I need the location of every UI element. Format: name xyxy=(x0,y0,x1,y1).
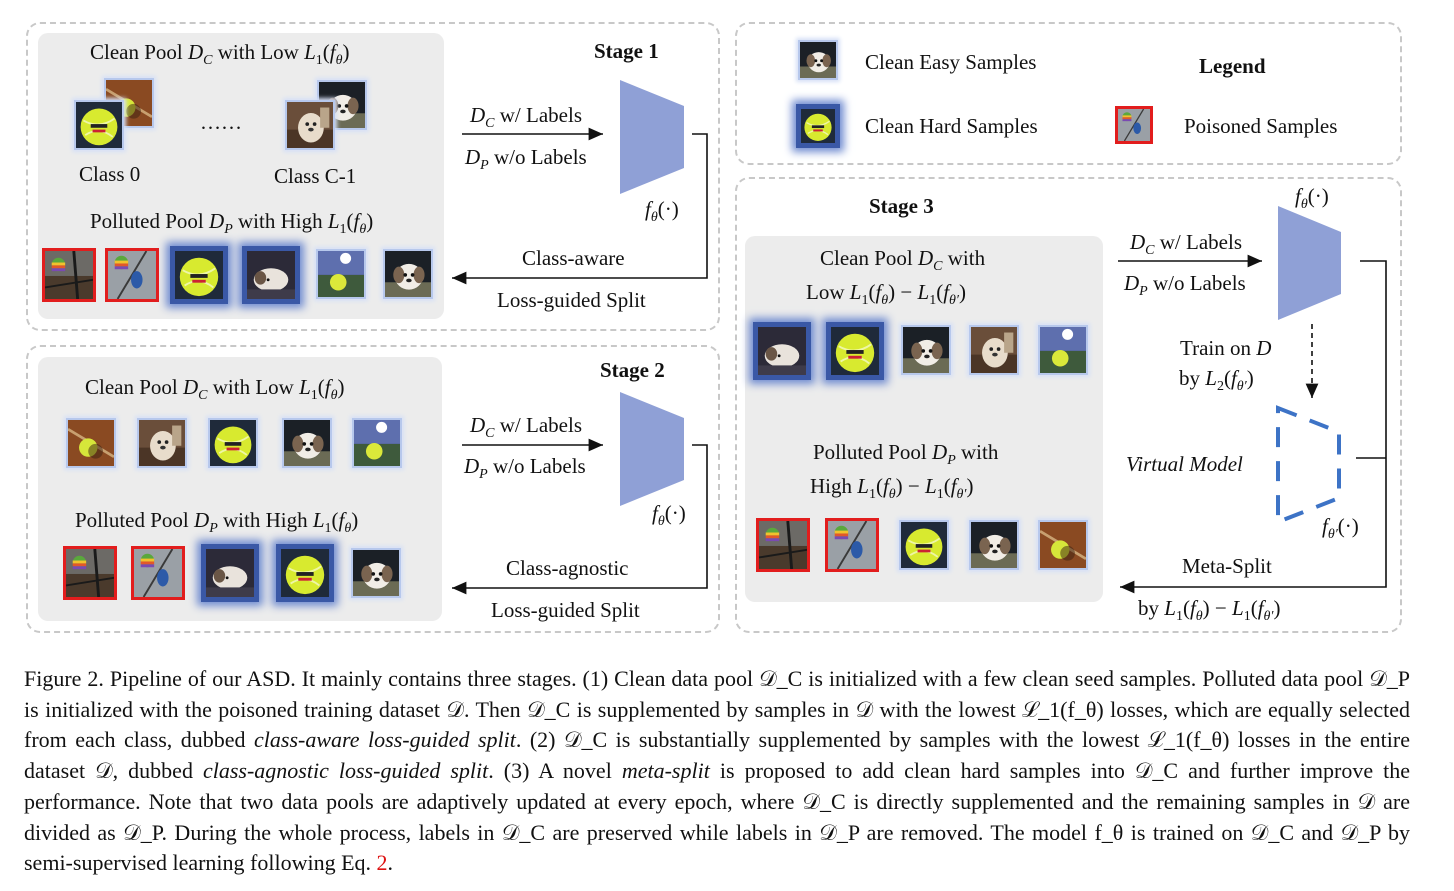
caption-text-4: is proposed to add clean hard samples in… xyxy=(24,758,1411,876)
stage3-polluted-pool-line1: Polluted Pool DP with xyxy=(813,440,999,469)
clean-hard-sample xyxy=(826,322,884,380)
legend-title: Legend xyxy=(1199,54,1266,78)
stage3-split-line2: by L1(fθ) − L1(fθ′) xyxy=(1138,596,1281,625)
stage3-panel xyxy=(735,177,1402,633)
figure-caption: Figure 2. Pipeline of our ASD. It mainly… xyxy=(24,664,1410,879)
stage1-clean-pool-label: Clean Pool DC with Low L1(fθ) xyxy=(90,40,350,69)
clean-easy-sample xyxy=(899,520,949,570)
clean-easy-sample xyxy=(1038,520,1088,570)
stage2-polluted-pool-label: Polluted Pool DP with High L1(fθ) xyxy=(75,508,359,537)
caption-em-1: class-aware loss-guided split xyxy=(254,727,516,753)
stage1-classC-stack xyxy=(285,80,375,160)
clean-easy-sample xyxy=(352,418,402,468)
stage2-model-shape xyxy=(620,392,684,506)
poisoned-sample xyxy=(131,546,185,600)
clean-hard-sample xyxy=(753,322,811,380)
stage3-clean-pool-line2: Low L1(fθ) − L1(fθ′) xyxy=(806,280,966,309)
stage1-split-line2: Loss-guided Split xyxy=(497,288,646,312)
clean-easy-sample xyxy=(208,418,258,468)
poisoned-sample xyxy=(42,248,96,302)
stage3-title: Stage 3 xyxy=(869,194,934,218)
clean-easy-sample xyxy=(282,418,332,468)
stage3-model-fn: fθ(·) xyxy=(1295,184,1329,213)
stage3-model-shape xyxy=(1278,206,1341,320)
stage2-panel xyxy=(26,345,720,633)
stage1-dp-nolabels: DP w/o Labels xyxy=(465,145,587,174)
stage1-class0-label: Class 0 xyxy=(79,162,141,186)
stage1-return-arrow xyxy=(452,133,708,285)
stage1-split-line1: Class-aware xyxy=(522,246,625,270)
stage1-title: Stage 1 xyxy=(594,39,659,63)
stage3-polluted-pool-line2: High L1(fθ) − L1(fθ′) xyxy=(810,474,974,503)
legend-easy-label: Clean Easy Samples xyxy=(865,50,1037,74)
stage2-split-line2: Loss-guided Split xyxy=(491,598,640,622)
clean-easy-sample xyxy=(351,548,401,598)
poisoned-sample xyxy=(825,518,879,572)
stage1-model-shape xyxy=(620,80,684,194)
stage2-model-fn: fθ(·) xyxy=(652,501,686,530)
legend-hard-swatch xyxy=(796,104,840,148)
clean-hard-sample xyxy=(242,246,300,304)
clean-hard-sample xyxy=(276,544,334,602)
clean-hard-sample xyxy=(201,544,259,602)
stage3-clean-pool-line1: Clean Pool DC with xyxy=(820,246,986,275)
caption-em-3: meta-split xyxy=(621,758,710,784)
legend-hard-label: Clean Hard Samples xyxy=(865,114,1038,138)
stage3-train-line1: Train on D xyxy=(1180,336,1272,360)
clean-easy-sample xyxy=(316,249,366,299)
clean-easy-sample xyxy=(1038,325,1088,375)
stage2-dp-nolabels: DP w/o Labels xyxy=(464,454,586,483)
stage1-dc-labels: DC w/ Labels xyxy=(470,103,582,132)
clean-easy-sample xyxy=(901,325,951,375)
stage2-clean-pool-label: Clean Pool DC with Low L1(fθ) xyxy=(85,375,345,404)
legend-poison-swatch xyxy=(1115,106,1153,144)
poisoned-sample xyxy=(756,518,810,572)
stage1-class0-stack xyxy=(74,78,164,158)
stage3-dp-nolabels: DP w/o Labels xyxy=(1124,271,1246,300)
caption-text-1: Pipeline of our ASD. It mainly contains … xyxy=(24,666,1410,753)
stage3-train-line2: by L2(fθ′) xyxy=(1179,366,1254,395)
stage3-virtual-model-shape xyxy=(1276,405,1341,525)
caption-figure-label: Figure 2. xyxy=(24,666,104,691)
stage2-title: Stage 2 xyxy=(600,358,665,382)
caption-text-2: . (2) 𝒟_C is substantially supplemented … xyxy=(24,727,1410,784)
poisoned-sample xyxy=(105,248,159,302)
clean-easy-sample xyxy=(383,249,433,299)
caption-eq-ref-link[interactable]: 2 xyxy=(376,850,388,876)
stage1-dots: …… xyxy=(200,110,242,134)
clean-easy-sample xyxy=(969,325,1019,375)
stage3-virtual-fn: fθ′(·) xyxy=(1322,514,1359,543)
stage1-panel xyxy=(26,22,720,331)
poisoned-sample xyxy=(63,546,117,600)
stage2-split-line1: Class-agnostic xyxy=(506,556,629,580)
clean-easy-sample xyxy=(969,520,1019,570)
clean-hard-sample xyxy=(170,246,228,304)
clean-easy-sample xyxy=(66,418,116,468)
stage3-dc-labels: DC w/ Labels xyxy=(1130,230,1242,259)
stage1-model-fn: fθ(·) xyxy=(645,197,679,226)
stage3-split-line1: Meta-Split xyxy=(1182,554,1272,578)
caption-em-2: class-agnostic loss-guided split xyxy=(202,758,489,784)
caption-text-3: . (3) A novel xyxy=(488,758,612,784)
stage1-classC-label: Class C-1 xyxy=(274,164,357,188)
legend-poison-label: Poisoned Samples xyxy=(1184,114,1338,138)
legend-panel xyxy=(735,22,1402,165)
caption-text-end: . xyxy=(387,850,394,876)
stage2-return-arrow xyxy=(452,444,708,595)
stage3-model-to-split xyxy=(1120,260,1387,594)
legend-easy-swatch xyxy=(798,40,838,80)
clean-easy-sample xyxy=(137,418,187,468)
stage2-dc-labels: DC w/ Labels xyxy=(470,413,582,442)
stage1-polluted-pool-label: Polluted Pool DP with High L1(fθ) xyxy=(90,209,374,238)
stage3-virtual-model-label: Virtual Model xyxy=(1126,452,1243,476)
